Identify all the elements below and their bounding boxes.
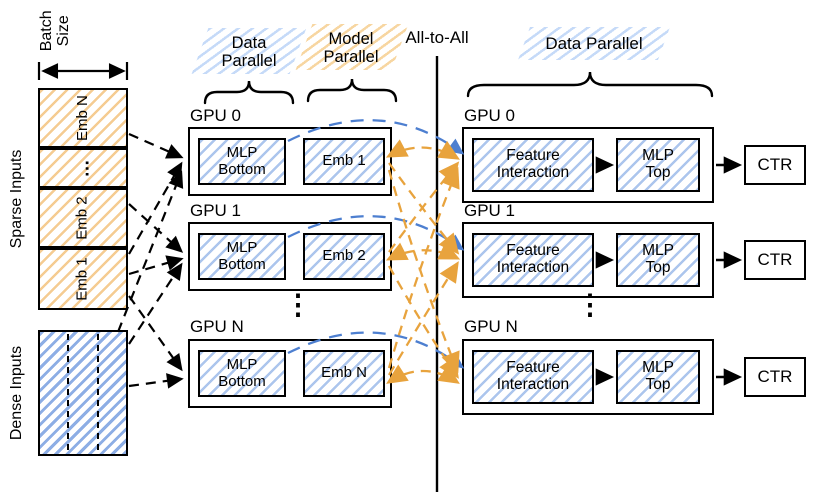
data-parallel-mid-label: Data Parallel — [221, 33, 277, 70]
brace-data-parallel-right — [466, 71, 714, 98]
dense-inputs-label: Dense Inputs — [7, 345, 25, 441]
brace-data-parallel-mid — [203, 80, 295, 105]
feature-interaction-label: Feature Interaction — [496, 359, 570, 393]
sparse-cell-ellipsis: … — [38, 148, 128, 188]
brace-model-parallel — [306, 78, 398, 103]
sparse-ellipsis: … — [72, 159, 93, 177]
mid-gpu0-label: GPU 0 — [190, 106, 242, 125]
mlp-top-box: MLP Top — [616, 138, 700, 192]
sparse-cell-emb-n: Emb N — [38, 88, 128, 148]
mid-gpu-ellipsis: ⋮ — [284, 289, 312, 320]
ctr-box: CTR — [744, 357, 806, 397]
emb-box: Emb 2 — [303, 233, 385, 280]
right-gpun-label: GPU N — [464, 317, 518, 336]
sparse-cell-label: Emb 1 — [73, 257, 91, 301]
ctr-label: CTR — [757, 250, 793, 269]
emb-box: Emb 1 — [303, 138, 385, 185]
ctr-label: CTR — [757, 367, 793, 386]
sparse-cell-emb-2: Emb 2 — [38, 188, 128, 248]
ctr-box: CTR — [744, 145, 806, 185]
mlp-top-label: MLP Top — [642, 242, 674, 276]
all-to-all-embedding-arrows — [385, 139, 461, 384]
sparse-inputs-label: Sparse Inputs — [7, 149, 25, 249]
mid-gpu1-label: GPU 1 — [190, 201, 242, 220]
batch-size-arrow — [37, 62, 129, 80]
mlp-top-label: MLP Top — [642, 147, 674, 181]
batch-size-label-wrap: Batch Size — [26, 11, 86, 52]
mlp-bottom-label: MLP Bottom — [218, 239, 266, 273]
all-to-all-label: All-to-All — [405, 27, 469, 47]
mlp-bottom-box: MLP Bottom — [198, 138, 286, 185]
sparse-cell-label: Emb 2 — [73, 196, 91, 240]
mlp-bottom-box: MLP Bottom — [198, 350, 286, 397]
data-parallel-right-label: Data Parallel — [545, 33, 643, 53]
right-gpu0-label: GPU 0 — [464, 106, 516, 125]
sparse-cell-emb-1: Emb 1 — [38, 248, 128, 310]
feature-interaction-label: Feature Interaction — [496, 147, 570, 181]
gpu-to-ctr-arrows — [716, 156, 743, 386]
mlp-top-box: MLP Top — [616, 233, 700, 287]
emb-box: Emb N — [303, 350, 385, 397]
mlp-bottom-label: MLP Bottom — [218, 356, 266, 390]
batch-size-label: Batch Size — [38, 10, 72, 52]
emb-label: Emb 1 — [322, 152, 366, 170]
feature-interaction-label: Feature Interaction — [496, 242, 570, 276]
mlp-top-box: MLP Top — [616, 350, 700, 404]
ctr-label: CTR — [757, 155, 793, 174]
dense-inputs-box — [38, 330, 128, 456]
mlp-bottom-label: MLP Bottom — [218, 144, 266, 178]
feature-interaction-box: Feature Interaction — [472, 138, 594, 192]
ctr-box: CTR — [744, 240, 806, 280]
feature-interaction-box: Feature Interaction — [472, 233, 594, 287]
mid-gpun-label: GPU N — [190, 317, 244, 336]
right-gpu-ellipsis: ⋮ — [576, 289, 604, 320]
sparse-cell-label: Emb N — [73, 95, 91, 141]
mlp-top-label: MLP Top — [642, 359, 674, 393]
right-gpu1-label: GPU 1 — [464, 201, 516, 220]
emb-label: Emb N — [321, 364, 367, 382]
feature-interaction-box: Feature Interaction — [472, 350, 594, 404]
emb-label: Emb 2 — [322, 247, 366, 265]
model-parallel-label: Model Parallel — [323, 29, 379, 66]
mlp-bottom-box: MLP Bottom — [198, 233, 286, 280]
